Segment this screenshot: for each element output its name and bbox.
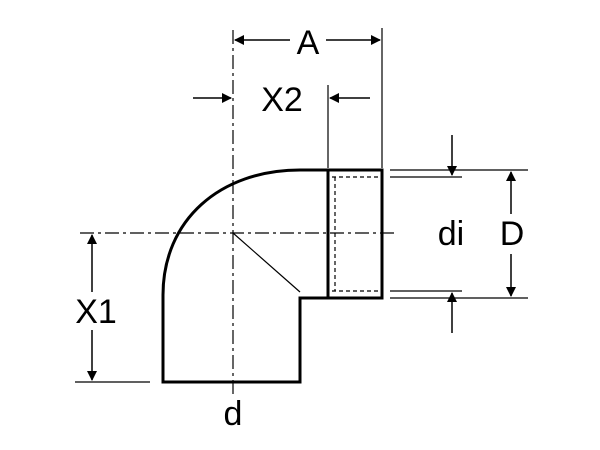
label-x2: X2 xyxy=(261,81,303,119)
label-d-nominal: d xyxy=(224,395,243,433)
elbow-outline xyxy=(161,168,330,384)
label-a: A xyxy=(297,24,320,62)
elbow-diagonal xyxy=(232,232,301,293)
label-di: di xyxy=(438,215,464,253)
socket-sleeve xyxy=(326,168,384,300)
label-x1: X1 xyxy=(75,293,117,331)
label-d-outer: D xyxy=(500,215,525,253)
